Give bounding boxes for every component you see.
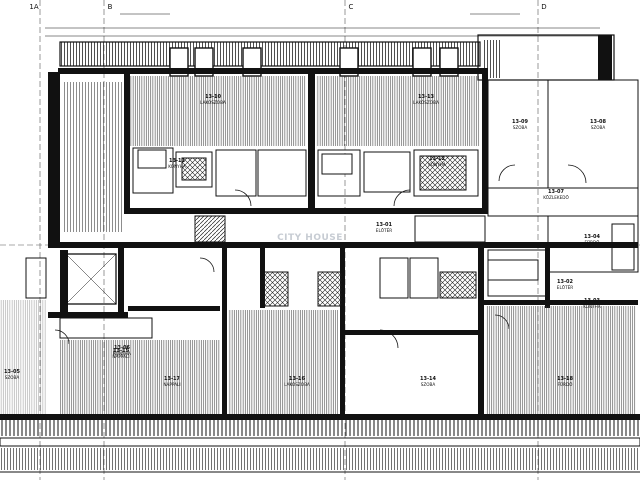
svg-text:LAKÓSZOBA: LAKÓSZOBA	[200, 100, 226, 105]
svg-text:13-10: 13-10	[205, 94, 222, 100]
watermark: CITY HOUSE	[277, 233, 343, 243]
svg-text:13-01: 13-01	[376, 222, 393, 228]
svg-text:13-06: 13-06	[114, 345, 131, 351]
svg-text:NAPPALI: NAPPALI	[112, 354, 129, 359]
svg-text:SZOBA: SZOBA	[5, 375, 20, 380]
lower-walls	[128, 248, 638, 416]
svg-text:13-05: 13-05	[4, 369, 21, 375]
floor-hatch-13-05	[0, 300, 46, 416]
corridor-hatch	[194, 215, 226, 243]
svg-text:13-17: 13-17	[164, 376, 181, 382]
outer-walls	[48, 68, 638, 318]
svg-text:13-13: 13-13	[418, 94, 435, 100]
svg-text:KONYHA: KONYHA	[168, 164, 186, 169]
svg-text:13-11: 13-11	[169, 158, 186, 164]
svg-text:13-15: 13-15	[113, 348, 130, 354]
svg-text:KONYHA: KONYHA	[113, 351, 131, 356]
svg-text:LAKÓSZOBA: LAKÓSZOBA	[284, 382, 310, 387]
upper-kitchens	[132, 147, 479, 197]
shaft-hatch-2	[317, 271, 343, 307]
svg-text:13-07: 13-07	[548, 189, 565, 195]
svg-text:13-14: 13-14	[420, 376, 437, 382]
kitchen-lower-left	[59, 317, 153, 339]
svg-text:SZOBA: SZOBA	[513, 125, 528, 130]
table-2	[321, 153, 353, 175]
svg-text:LAKÓSZOBA: LAKÓSZOBA	[413, 100, 439, 105]
table-1	[137, 149, 167, 169]
svg-text:13-08: 13-08	[590, 119, 607, 125]
svg-text:ELŐTÉR: ELŐTÉR	[376, 228, 392, 233]
kitchen-hatch-2	[419, 155, 467, 191]
bottom-railing-1	[0, 420, 640, 436]
floor-hatch-13-17	[486, 306, 636, 416]
dimension-lines	[45, 13, 600, 37]
svg-text:ELŐTÉR: ELŐTÉR	[557, 285, 573, 290]
svg-text:SZOBA: SZOBA	[421, 382, 436, 387]
svg-text:13-18: 13-18	[557, 376, 574, 382]
kitchen-hatch-1	[181, 157, 207, 181]
shaft-hatch-1	[263, 271, 289, 307]
elevator-box	[65, 253, 117, 305]
axis-labels: 1A B C D	[29, 3, 546, 11]
svg-text:13-03: 13-03	[584, 298, 601, 304]
svg-text:KONYHA: KONYHA	[583, 304, 601, 309]
svg-text:SZOBA: SZOBA	[591, 125, 606, 130]
bottom-railing-3	[0, 448, 640, 470]
floor-hatch-13-13	[316, 76, 480, 146]
stair-hatch	[62, 82, 122, 232]
axis-label-1a: 1A	[29, 3, 38, 11]
bath-3	[25, 257, 47, 299]
elevator-cross-2	[65, 253, 117, 305]
svg-text:FÜRDŐ: FÜRDŐ	[558, 382, 574, 387]
bath-2	[409, 257, 439, 299]
svg-text:13-16: 13-16	[289, 376, 306, 382]
svg-text:13-02: 13-02	[557, 279, 574, 285]
floor-hatch-13-15	[60, 340, 220, 416]
balcony-wall	[598, 35, 612, 80]
svg-text:NAPPALI: NAPPALI	[163, 382, 180, 387]
svg-text:KONYHA: KONYHA	[428, 162, 446, 167]
top-terrace	[59, 41, 481, 67]
right-rooms	[487, 79, 639, 297]
bath-1	[379, 257, 409, 299]
svg-text:13-04: 13-04	[584, 234, 601, 240]
floor-hatch-13-16	[228, 310, 338, 416]
floor-hatch-13-10	[130, 76, 306, 146]
axis-label-b: B	[108, 3, 113, 11]
bath-4	[611, 223, 635, 271]
kitchen-lower-right	[487, 259, 539, 281]
corridor-hatch-2	[414, 215, 486, 243]
svg-text:13-12: 13-12	[429, 156, 446, 162]
axis-label-d: D	[541, 3, 546, 11]
bottom-wall	[0, 414, 640, 420]
shaft-hatch-3	[439, 271, 477, 299]
svg-text:13-09: 13-09	[512, 119, 529, 125]
svg-text:KÖZLEKEDŐ: KÖZLEKEDŐ	[543, 195, 569, 200]
axis-label-c: C	[349, 3, 354, 11]
svg-text:FÜRDŐ: FÜRDŐ	[585, 240, 601, 245]
balcony-hatch	[484, 40, 502, 78]
bottom-railing-2	[0, 437, 640, 447]
